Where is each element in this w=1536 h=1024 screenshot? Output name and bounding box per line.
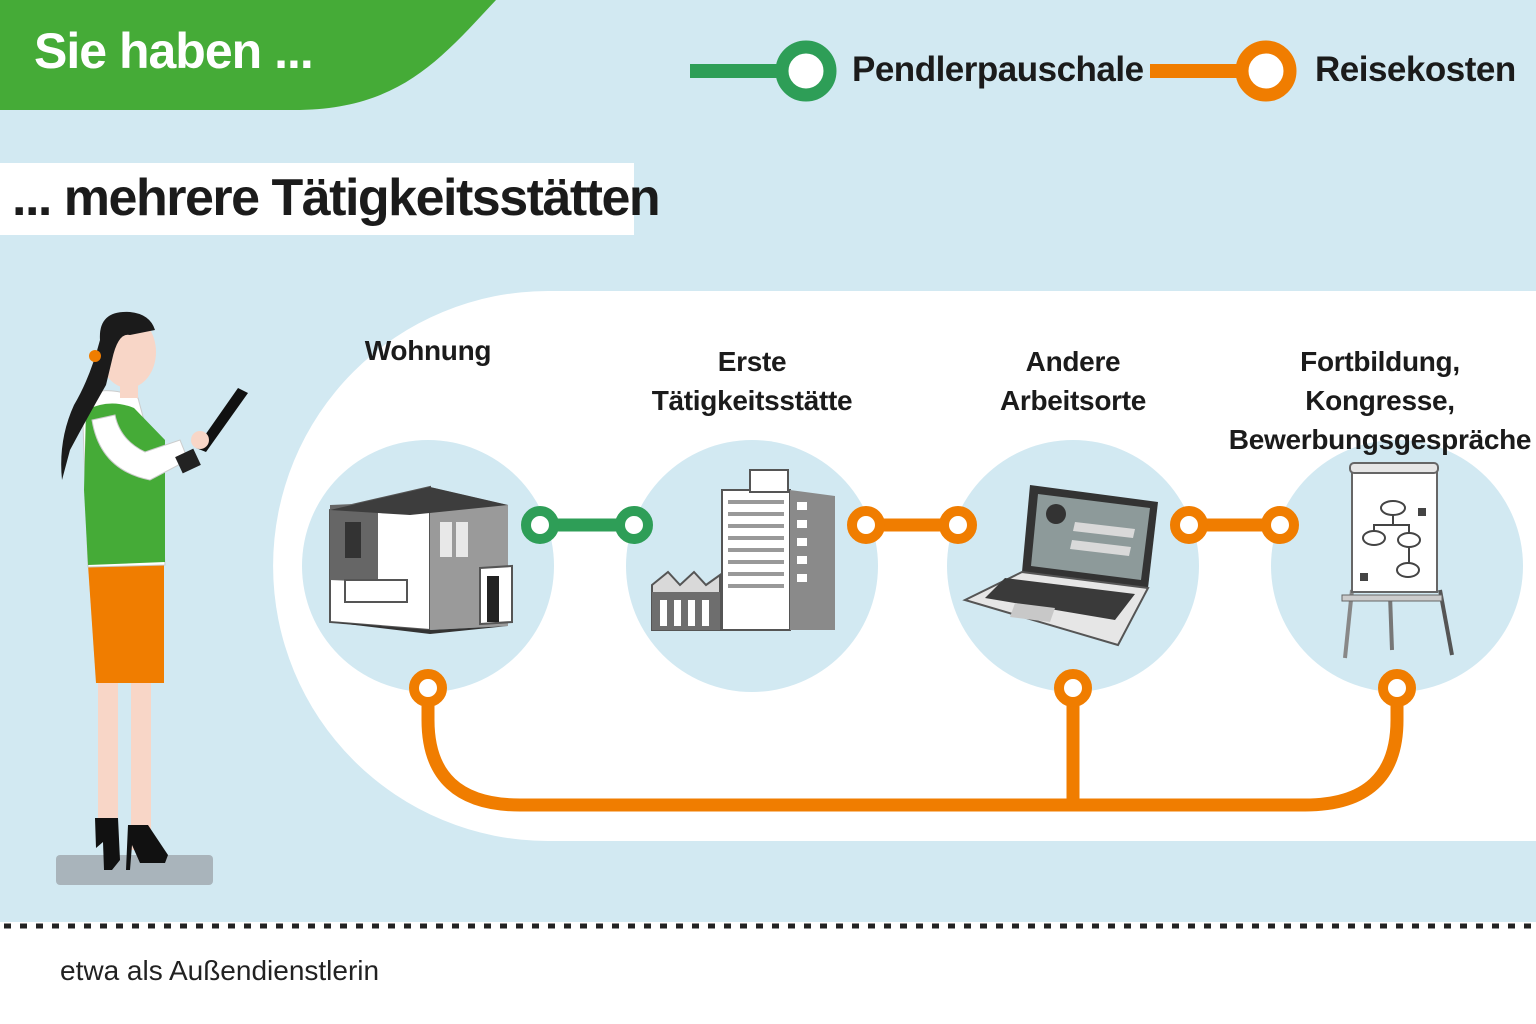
woman-with-tablet-illustration	[56, 311, 248, 885]
subtitle: ... mehrere Tätigkeitsstätten	[12, 169, 661, 227]
office-building-icon	[651, 469, 835, 631]
station-label-training-line2: Bewerbungsgespräche	[1228, 424, 1532, 455]
commute-line-icon	[690, 40, 837, 102]
subtitle-box	[0, 163, 634, 235]
header-title: Sie haben ...	[34, 23, 314, 79]
station-label-other-workplaces-line2: Arbeitsorte	[999, 385, 1147, 416]
travel-connector-1	[847, 506, 977, 544]
travel-line-icon	[1150, 40, 1297, 102]
route-panel	[273, 291, 1536, 841]
legend-label-commute: Pendlerpauschale	[852, 50, 1144, 89]
station-label-training-line1: Fortbildung, Kongresse,	[1300, 346, 1460, 416]
station-label-home: Wohnung	[318, 335, 538, 370]
station-label-other-workplaces-line1: Andere	[1025, 346, 1121, 377]
travel-connector-2	[1170, 506, 1299, 544]
station-label-first-workplace: Erste Tätigkeitsstätte	[612, 342, 892, 420]
laptop-icon	[962, 485, 1158, 647]
legend-label-travel: Reisekosten	[1315, 50, 1516, 89]
station-label-training: Fortbildung, Kongresse, Bewerbungsgesprä…	[1224, 342, 1536, 459]
house-icon	[329, 485, 513, 634]
header-banner	[0, 0, 496, 110]
flipchart-icon	[1341, 462, 1454, 659]
commute-connector	[521, 506, 653, 544]
station-label-first-workplace-line1: Erste	[717, 346, 787, 377]
station-label-first-workplace-line2: Tätigkeitsstätte	[651, 385, 853, 416]
footnote: etwa als Außendienstlerin	[60, 955, 380, 986]
travel-route-bottom	[409, 669, 1416, 812]
station-label-home-line2: Wohnung	[364, 335, 492, 366]
station-label-other-workplaces: Andere Arbeitsorte	[953, 342, 1193, 420]
